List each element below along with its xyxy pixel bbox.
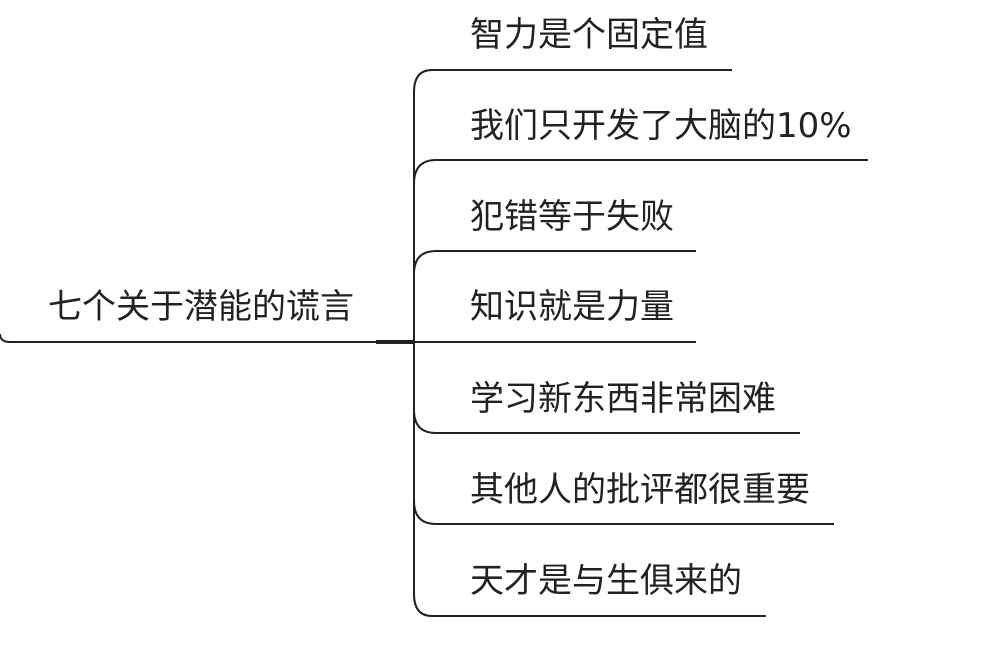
branch-node: 天才是与生俱来的 <box>432 561 766 617</box>
branch-label: 其他人的批评都很重要 <box>470 470 810 510</box>
branch-label: 学习新东西非常困难 <box>470 379 776 419</box>
branch-node: 其他人的批评都很重要 <box>413 470 834 525</box>
branch-label: 犯错等于失败 <box>470 197 674 237</box>
branch-label: 知识就是力量 <box>470 287 674 327</box>
branch-underline <box>413 409 800 434</box>
branch-node: 我们只开发了大脑的10% <box>413 106 868 185</box>
branch-label: 智力是个固定值 <box>470 15 708 55</box>
branch-node: 犯错等于失败 <box>413 197 696 275</box>
branch-node: 学习新东西非常困难 <box>413 379 800 434</box>
root-node: 七个关于潜能的谎言 <box>0 287 412 343</box>
branch-underline <box>413 159 868 185</box>
branch-underline <box>413 250 696 275</box>
branch-label: 天才是与生俱来的 <box>470 561 742 601</box>
branch-node: 知识就是力量 <box>412 287 696 343</box>
branch-spine <box>413 69 433 617</box>
branch-label: 我们只开发了大脑的10% <box>470 106 852 146</box>
root-underline <box>0 333 412 343</box>
branch-underline <box>413 500 834 525</box>
root-label: 七个关于潜能的谎言 <box>48 287 354 327</box>
branch-node: 智力是个固定值 <box>432 15 732 71</box>
